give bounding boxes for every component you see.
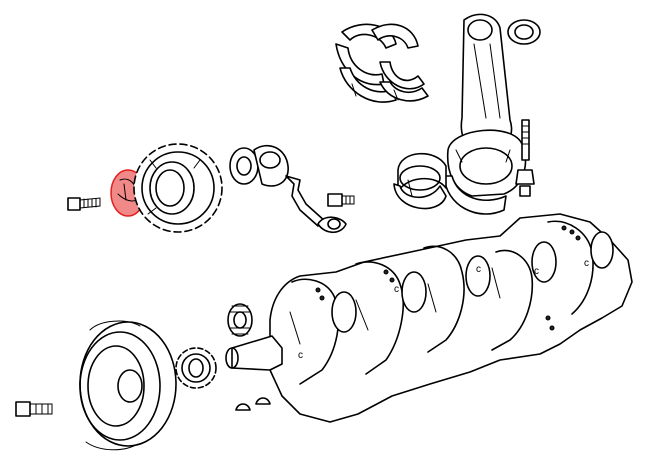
timing-gear [133, 143, 223, 233]
crankshaft-gear [175, 347, 217, 389]
part-label: c [394, 284, 399, 295]
part-label: c [584, 258, 589, 269]
part-label: c [476, 264, 481, 275]
pilot-bearing [227, 303, 253, 337]
thrust-washers [335, 23, 429, 103]
vibration-damper [79, 320, 177, 451]
crankshaft: c c c c c [225, 213, 633, 423]
part-label: c [534, 266, 539, 277]
oil-spray-nozzle [229, 144, 347, 234]
woodruff-keys [235, 397, 271, 411]
part-label: c [298, 350, 303, 361]
nozzle-bolt [327, 193, 355, 207]
bearing-shells [393, 152, 447, 210]
damper-bolt [15, 401, 53, 417]
connecting-rod [443, 13, 541, 215]
gear-bolt [67, 197, 101, 211]
